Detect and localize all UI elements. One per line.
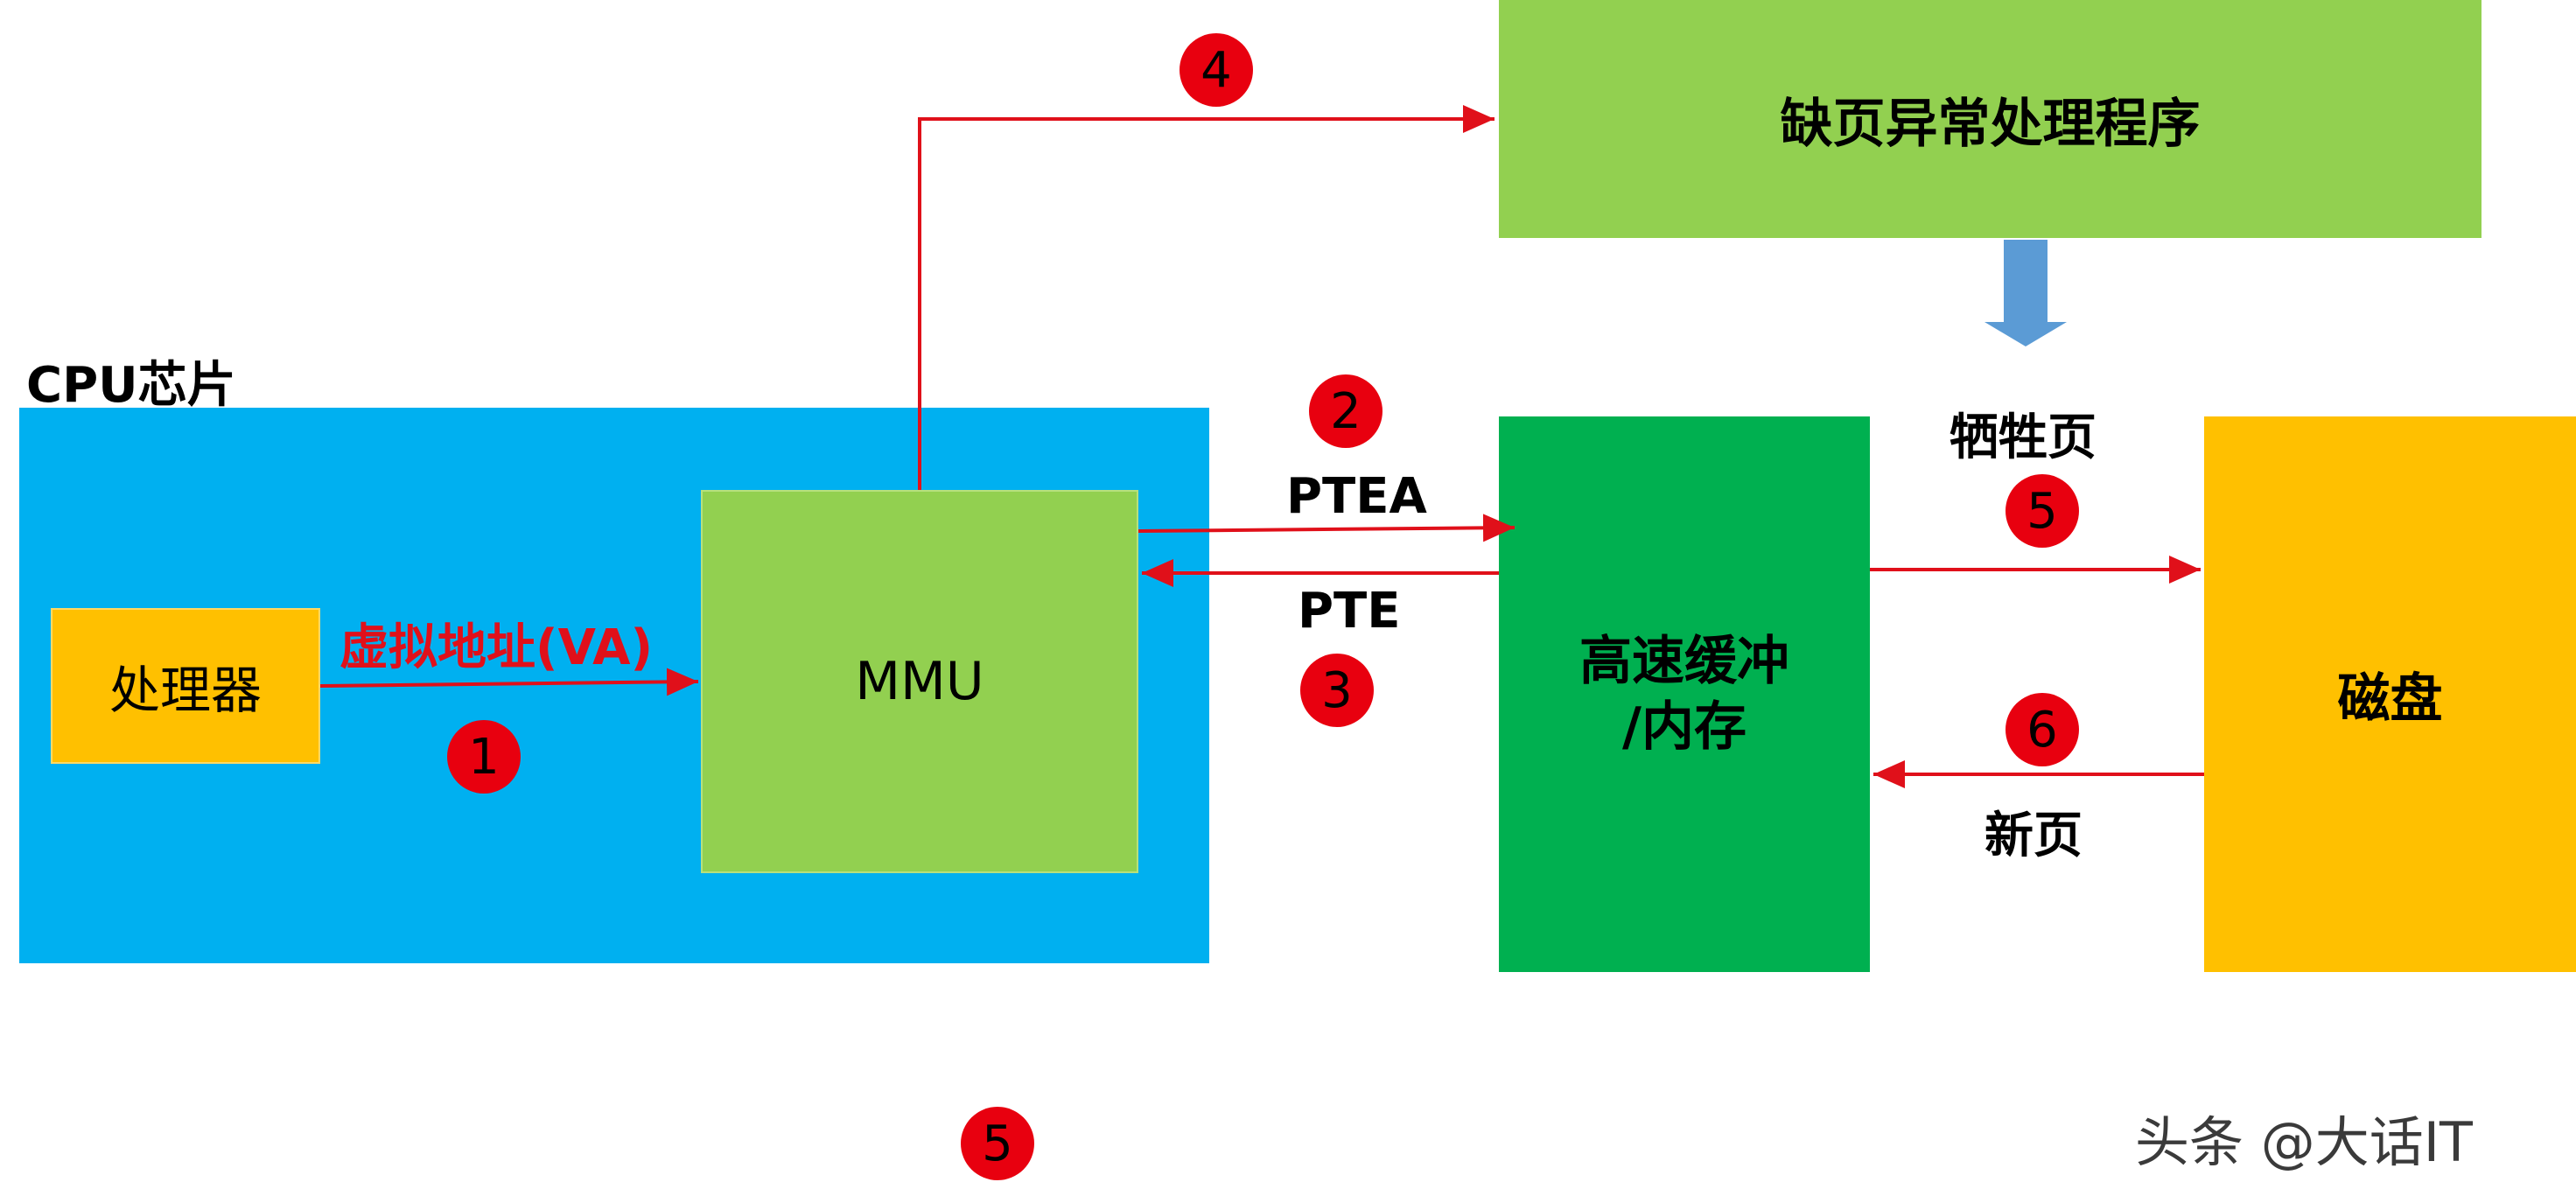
arrow-va (319, 668, 699, 696)
step-badge-3: 3 (1300, 654, 1374, 727)
cache-memory-node: 高速缓冲 /内存 (1499, 416, 1870, 972)
disk-label: 磁盘 (2337, 668, 2443, 730)
mmu-node: MMU (701, 490, 1138, 873)
step-badge-2: 2 (1309, 374, 1382, 448)
step-badge-1: 1 (447, 720, 521, 794)
processor-node: 处理器 (51, 608, 320, 764)
arrow-page-fault (918, 105, 1494, 490)
disk-node: 磁盘 (2204, 416, 2576, 972)
step-badge-4: 4 (1180, 33, 1253, 107)
step-badge-5: 5 (2006, 474, 2079, 548)
label-ptea: PTEA (1286, 468, 1427, 525)
label-pte: PTE (1298, 583, 1401, 640)
cache-memory-label-line2: /内存 (1622, 696, 1746, 758)
cache-memory-label-line1: 高速缓冲 (1579, 630, 1789, 692)
step-badge-5-extra: 5 (961, 1107, 1034, 1180)
step-badge-6: 6 (2006, 693, 2079, 766)
mmu-label: MMU (855, 651, 984, 712)
label-virtual-address: 虚拟地址(VA) (340, 619, 654, 676)
processor-label: 处理器 (108, 661, 262, 720)
label-new-page: 新页 (1984, 808, 2082, 864)
page-fault-handler-label: 缺页异常处理程序 (1780, 93, 2201, 155)
arrow-handler-down (1984, 240, 2067, 346)
page-fault-handler-node: 缺页异常处理程序 (1499, 0, 2482, 238)
cpu-chip-title: CPU芯片 (26, 357, 236, 414)
arrow-ptea (1138, 514, 1516, 542)
label-victim-page: 牺牲页 (1950, 409, 2096, 466)
watermark: 头条 @大话IT (2135, 1110, 2473, 1174)
